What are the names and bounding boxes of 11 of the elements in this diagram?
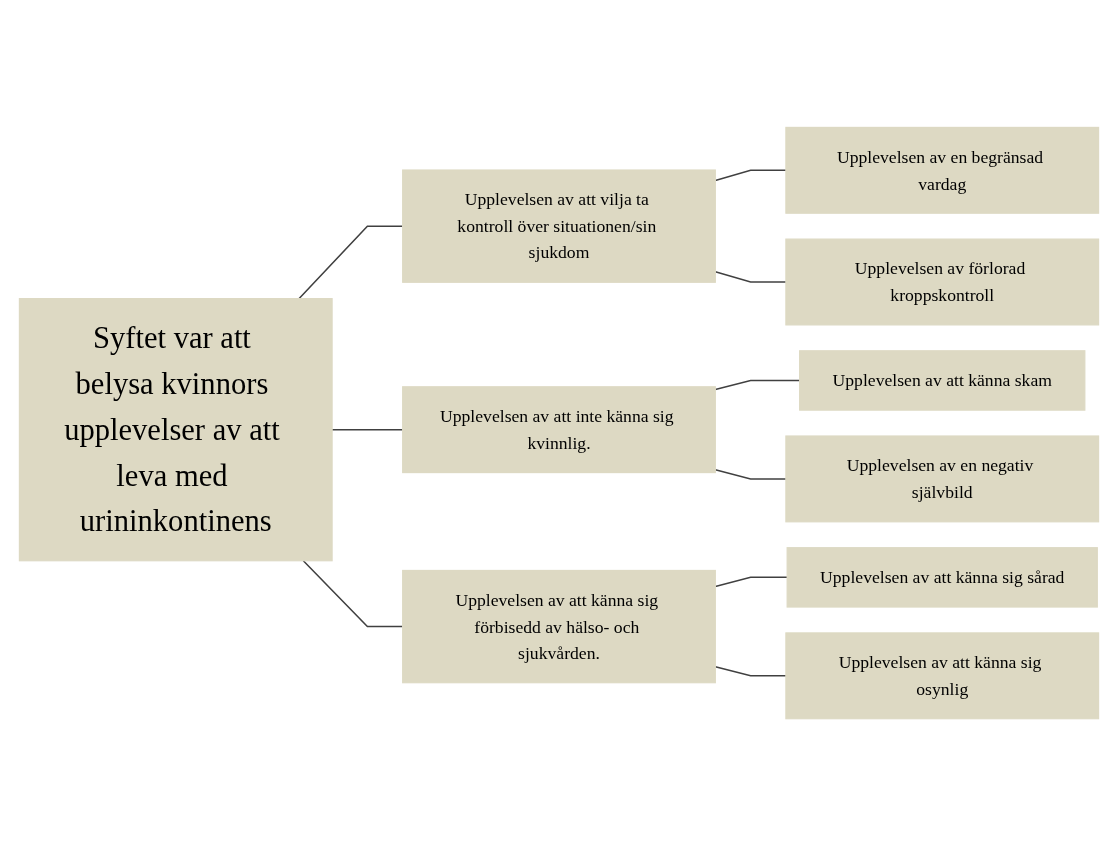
- node-box: [799, 350, 1086, 411]
- node-box: [402, 169, 716, 283]
- node-box: [785, 238, 1100, 326]
- node-box: [18, 297, 333, 562]
- node-box: [786, 547, 1098, 608]
- node-box: [785, 435, 1100, 523]
- mind-map-diagram: Syftet var att belysa kvinnors upplevelser av att leva med urininkontinens Upplevelsen av att vilja ta kontroll över situationen/sin sjukdom Upplevelsen av en begränsad vardag Upplevelsen av förlorad kroppskontroll Upplevelsen av att inte känna sig kvinnlig. Upplevelsen av att känna skam Upplevelsen av en negativ självbild Upplevelsen av att känna sig förbisedd av hälso- och sjukvården. Upplevelsen av att känna sig sårad Upplevelsen av att känna sig osynlig: [10, 117, 1108, 729]
- node-box: [402, 569, 716, 684]
- node-box: [402, 386, 716, 474]
- node-box: [785, 126, 1100, 214]
- node-box: [785, 632, 1100, 720]
